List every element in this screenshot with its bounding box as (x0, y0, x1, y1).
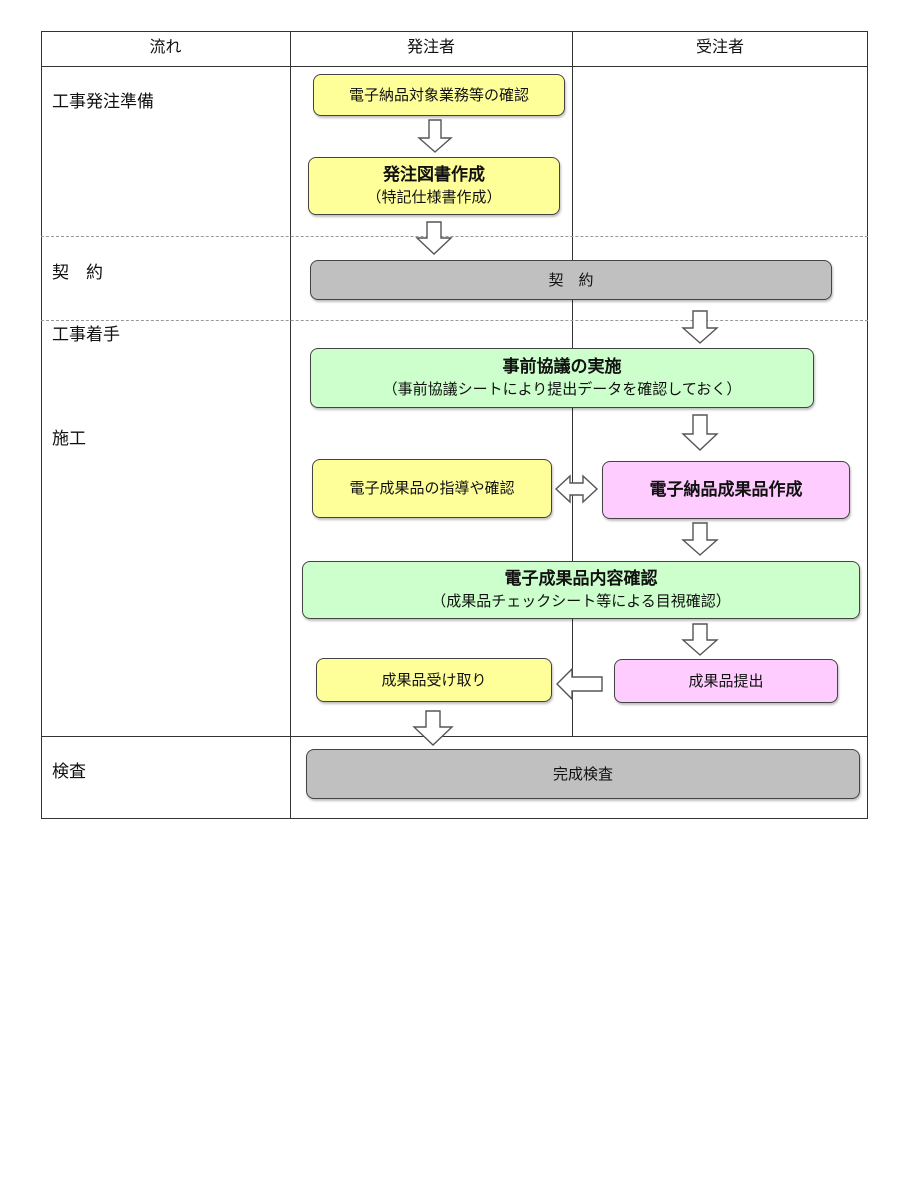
box-content-check-title: 電子成果品内容確認 (504, 569, 658, 590)
header-orderer: 発注者 (406, 37, 455, 56)
box-completion-inspection: 完成検査 (306, 749, 860, 799)
box-confirm-target-label: 電子納品対象業務等の確認 (348, 85, 529, 104)
box-completion-inspection-label: 完成検査 (552, 764, 613, 783)
box-contract: 契 約 (310, 260, 832, 300)
box-content-check-sub: （成果品チェックシート等による目視確認） (431, 592, 731, 611)
box-order-docs: 発注図書作成 （特記仕様書作成） (308, 157, 560, 215)
box-pre-consult-sub: （事前協議シートにより提出データを確認しておく） (382, 380, 742, 399)
phase-prep: 工事発注準備 (52, 92, 154, 112)
phase-inspection: 検査 (52, 762, 86, 782)
flow-table (41, 31, 868, 819)
box-submit-label: 成果品提出 (688, 671, 764, 690)
box-submit: 成果品提出 (614, 659, 838, 703)
box-order-docs-sub: （特記仕様書作成） (366, 188, 502, 207)
box-pre-consult: 事前協議の実施 （事前協議シートにより提出データを確認しておく） (310, 348, 814, 408)
box-receive: 成果品受け取り (316, 658, 552, 702)
box-guidance: 電子成果品の指導や確認 (312, 459, 552, 518)
box-create-deliverables-label: 電子納品成果品作成 (649, 479, 803, 500)
phase-divider-inspection (41, 736, 868, 737)
header-contractor: 受注者 (695, 37, 744, 56)
box-receive-label: 成果品受け取り (381, 670, 487, 689)
box-pre-consult-title: 事前協議の実施 (502, 357, 622, 378)
header-divider (41, 66, 868, 67)
phase-start: 工事着手 (52, 325, 120, 345)
box-confirm-target: 電子納品対象業務等の確認 (313, 74, 565, 116)
phase-divider-contract (41, 236, 868, 237)
box-content-check: 電子成果品内容確認 （成果品チェックシート等による目視確認） (302, 561, 860, 619)
phase-construction: 施工 (52, 429, 86, 449)
header-flow: 流れ (149, 37, 182, 56)
box-guidance-label: 電子成果品の指導や確認 (349, 479, 515, 498)
phase-contract: 契 約 (52, 263, 103, 283)
phase-divider-start (41, 320, 868, 321)
column-divider-1 (290, 31, 291, 819)
box-contract-label: 契 約 (548, 270, 594, 289)
box-order-docs-title: 発注図書作成 (383, 165, 485, 186)
box-create-deliverables: 電子納品成果品作成 (602, 461, 850, 519)
